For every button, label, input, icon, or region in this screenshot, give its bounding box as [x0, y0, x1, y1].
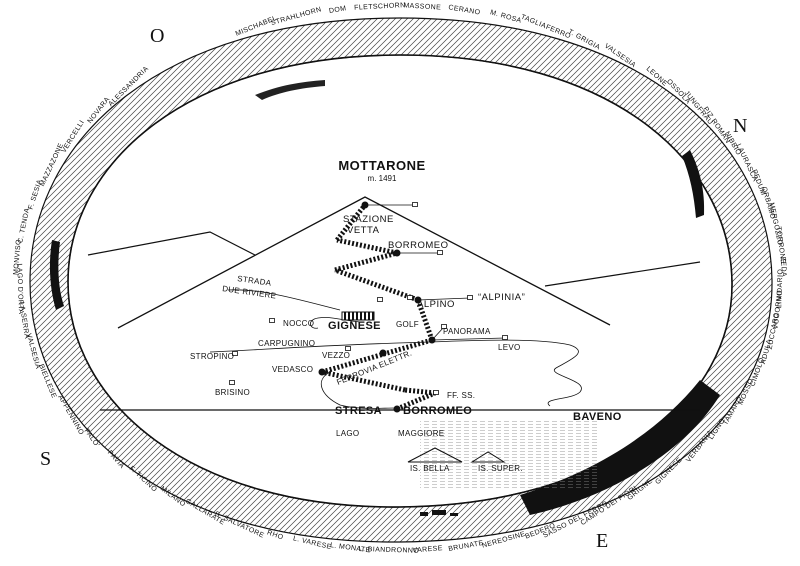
hotel-block	[341, 311, 375, 321]
label-nocco: NOCCO	[283, 319, 314, 328]
building-marker	[437, 250, 443, 255]
track-segment	[396, 390, 436, 412]
building-marker	[441, 324, 447, 329]
funicular-track	[321, 203, 506, 412]
map-title: MOTTARONE	[338, 158, 425, 173]
station-dot	[393, 405, 401, 413]
building-marker	[502, 335, 508, 340]
peak-label: L. BIANDRONNO	[359, 546, 420, 555]
peak-label: LIMIDARIO	[776, 269, 784, 309]
peak-label: MASSONE	[403, 2, 441, 11]
peak-label: FLETSCHORN	[354, 2, 406, 12]
label-alpinia: “ALPINIA”	[478, 292, 525, 303]
track-segment	[334, 267, 419, 303]
label-baveno: BAVENO	[573, 411, 622, 423]
building-marker	[407, 295, 413, 300]
label-is-bella: IS. BELLA	[410, 464, 450, 473]
peak-label: DOM	[329, 5, 347, 15]
track-segment	[321, 337, 433, 375]
label-borromeo-low: BORROMEO	[403, 405, 472, 417]
station-dot	[379, 349, 387, 357]
label-stropino: STROPINO	[190, 352, 234, 361]
track-segment	[404, 387, 436, 396]
label-stresa: STRESA	[335, 405, 382, 417]
label-brisino: BRISINO	[215, 388, 250, 397]
peak-label: MONVISO	[13, 239, 23, 275]
label-is-super: IS. SUPER.	[478, 464, 523, 473]
building-marker	[467, 295, 473, 300]
station-dot	[318, 368, 326, 376]
track-segment	[335, 203, 367, 242]
peak-label: VARESE	[412, 545, 443, 554]
building-marker	[345, 346, 351, 351]
track-segment	[415, 299, 435, 341]
building-marker	[433, 390, 439, 395]
building-marker	[232, 351, 238, 356]
peak-label: L. MONATE	[330, 542, 371, 554]
label-ffss: FF. SS.	[447, 391, 475, 400]
mottarone-mountain	[87, 196, 701, 411]
label-stazione: STAZIONE	[343, 214, 394, 225]
label-alpino: ALPINO	[417, 299, 455, 310]
peak-label: VOGORNO	[773, 290, 784, 330]
label-strada: STRADA	[237, 274, 273, 288]
compass-west: O	[150, 25, 164, 47]
compass-south: S	[40, 448, 51, 470]
peak-label: BRUNATE	[448, 540, 484, 553]
label-vetta: VETTA	[347, 225, 380, 236]
peak-label: TORRONE	[775, 226, 787, 264]
label-panorama: PANORAMA	[443, 327, 491, 336]
station-dot	[393, 249, 401, 257]
peak-label: CERANO	[448, 4, 481, 16]
track-segment	[334, 250, 398, 273]
label-carpugnino: CARPUGNINO	[258, 339, 315, 348]
label-golf: GOLF	[396, 320, 419, 329]
mountain-rim	[29, 17, 773, 543]
peak-label: C. TENDA	[17, 207, 31, 243]
building-marker	[229, 380, 235, 385]
compass-north: N	[733, 115, 747, 137]
building-marker	[377, 297, 383, 302]
building-marker	[412, 202, 418, 207]
compass-east: E	[596, 530, 608, 552]
label-levo: LEVO	[498, 343, 521, 352]
label-lago: LAGO	[336, 429, 359, 438]
peak-label: ZEDA	[779, 257, 787, 278]
station-markers	[229, 201, 508, 413]
label-gignese: GIGNESE	[328, 320, 381, 332]
connector-line	[431, 337, 506, 341]
label-maggiore: MAGGIORE	[398, 429, 444, 438]
peak-label: LAGO D'ORTA	[15, 263, 24, 314]
station-dot	[361, 201, 369, 209]
peak-label: M. ROSA	[489, 9, 522, 25]
building-marker	[269, 318, 275, 323]
station-dot	[428, 336, 436, 344]
connector-line	[417, 297, 471, 301]
map-subtitle: m. 1491	[368, 174, 397, 183]
label-vedasco: VEDASCO	[272, 365, 313, 374]
label-vezzo: VEZZO	[322, 351, 350, 360]
label-borromeo-top: BORROMEO	[388, 240, 448, 251]
station-dot	[414, 296, 422, 304]
lake-maggiore	[407, 420, 600, 516]
